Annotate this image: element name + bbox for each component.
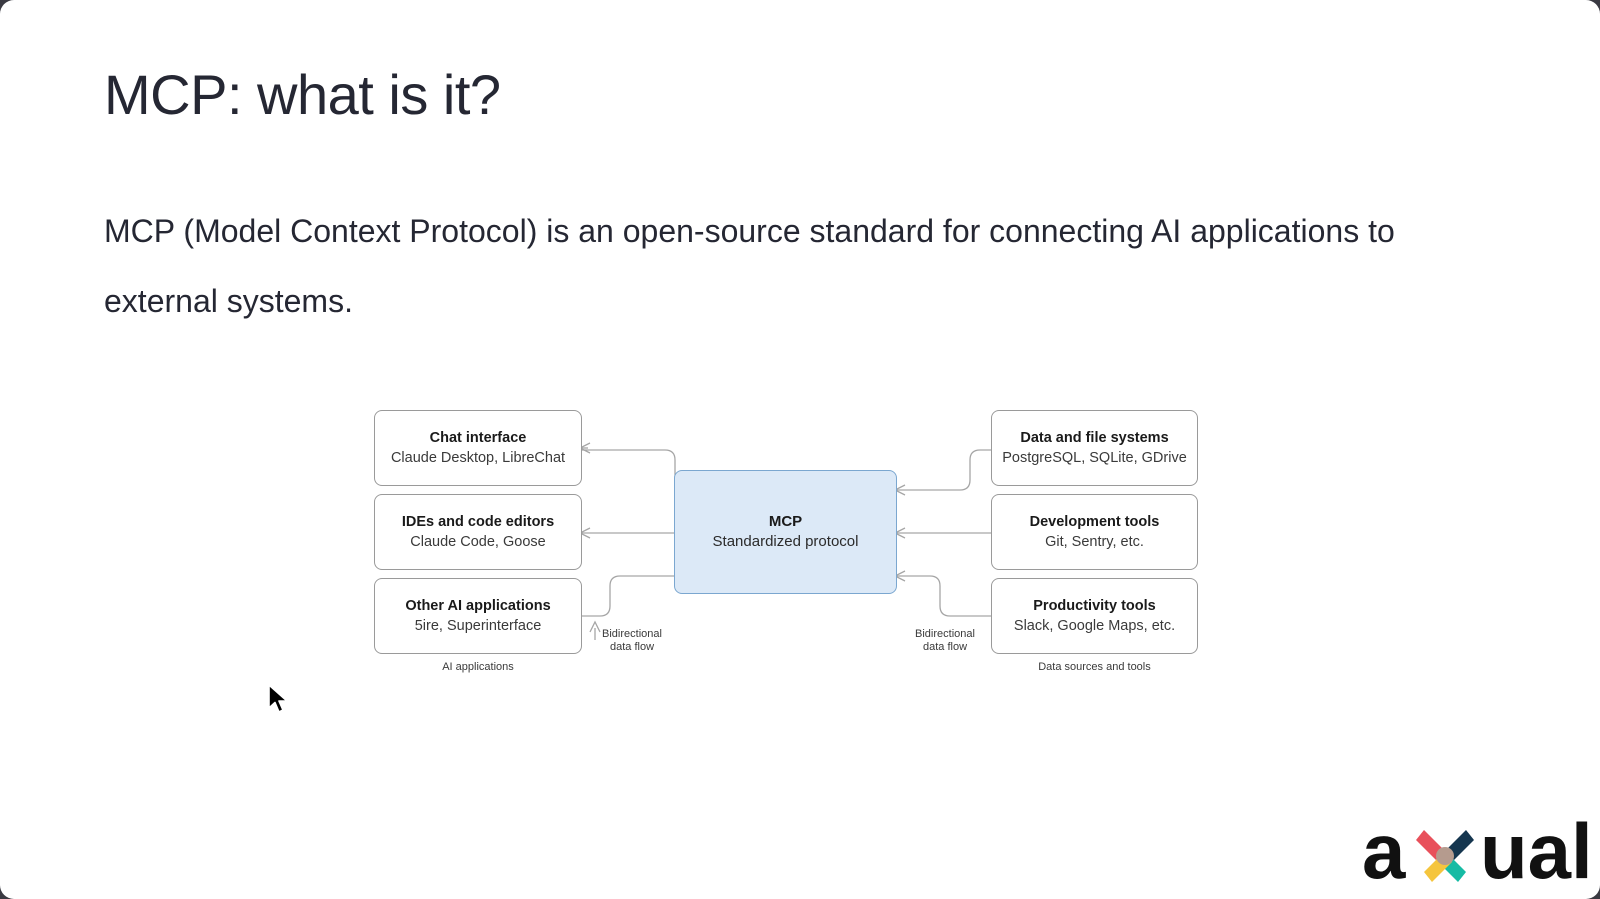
node-productivity-tools[interactable]: Productivity tools Slack, Google Maps, e… bbox=[991, 578, 1198, 654]
mcp-architecture-diagram: Chat interface Claude Desktop, LibreChat… bbox=[360, 400, 1220, 690]
flow-label-right-line1: Bidirectional bbox=[915, 628, 975, 640]
logo-x-center bbox=[1436, 847, 1454, 865]
logo-x-mark bbox=[1416, 830, 1474, 882]
node-title: Development tools bbox=[1029, 514, 1160, 530]
node-development-tools[interactable]: Development tools Git, Sentry, etc. bbox=[991, 494, 1198, 570]
axual-logo: a ual bbox=[1362, 807, 1600, 895]
node-mcp-center[interactable]: MCP Standardized protocol bbox=[674, 470, 897, 594]
flow-label-right: Bidirectional data flow bbox=[905, 628, 985, 654]
node-ides-code-editors[interactable]: IDEs and code editors Claude Code, Goose bbox=[374, 494, 582, 570]
flow-label-right-line2: data flow bbox=[922, 641, 968, 653]
node-data-and-file-systems[interactable]: Data and file systems PostgreSQL, SQLite… bbox=[991, 410, 1198, 486]
node-subtitle: Git, Sentry, etc. bbox=[1045, 534, 1144, 550]
logo-letter-a: a bbox=[1362, 812, 1406, 892]
node-subtitle: Claude Code, Goose bbox=[410, 534, 546, 550]
node-subtitle: Claude Desktop, LibreChat bbox=[390, 450, 566, 466]
group-caption-ai-applications: AI applications bbox=[442, 661, 514, 673]
node-subtitle: Slack, Google Maps, etc. bbox=[1013, 618, 1176, 634]
page-title: MCP: what is it? bbox=[104, 63, 501, 126]
node-title: Productivity tools bbox=[1033, 598, 1156, 614]
flow-label-left-line2: data flow bbox=[609, 641, 655, 653]
node-title: IDEs and code editors bbox=[401, 514, 555, 530]
node-subtitle: Standardized protocol bbox=[712, 533, 859, 550]
slide-body-text: MCP (Model Context Protocol) is an open-… bbox=[104, 213, 1395, 319]
node-title: MCP bbox=[768, 513, 803, 530]
node-title: Chat interface bbox=[429, 430, 527, 446]
flow-label-left-line1: Bidirectional bbox=[602, 628, 662, 640]
mouse-cursor bbox=[268, 684, 288, 713]
node-other-ai-applications[interactable]: Other AI applications 5ire, Superinterfa… bbox=[374, 578, 582, 654]
node-subtitle: PostgreSQL, SQLite, GDrive bbox=[1002, 450, 1187, 466]
node-title: Other AI applications bbox=[405, 598, 551, 614]
node-chat-interface[interactable]: Chat interface Claude Desktop, LibreChat bbox=[374, 410, 582, 486]
group-caption-data-sources-and-tools: Data sources and tools bbox=[1038, 661, 1151, 673]
node-subtitle: 5ire, Superinterface bbox=[414, 618, 542, 634]
node-title: Data and file systems bbox=[1020, 430, 1169, 446]
axual-logo-svg: a ual bbox=[1362, 807, 1593, 895]
logo-letters-ual: ual bbox=[1480, 812, 1593, 892]
flow-label-left: Bidirectional data flow bbox=[592, 628, 672, 654]
